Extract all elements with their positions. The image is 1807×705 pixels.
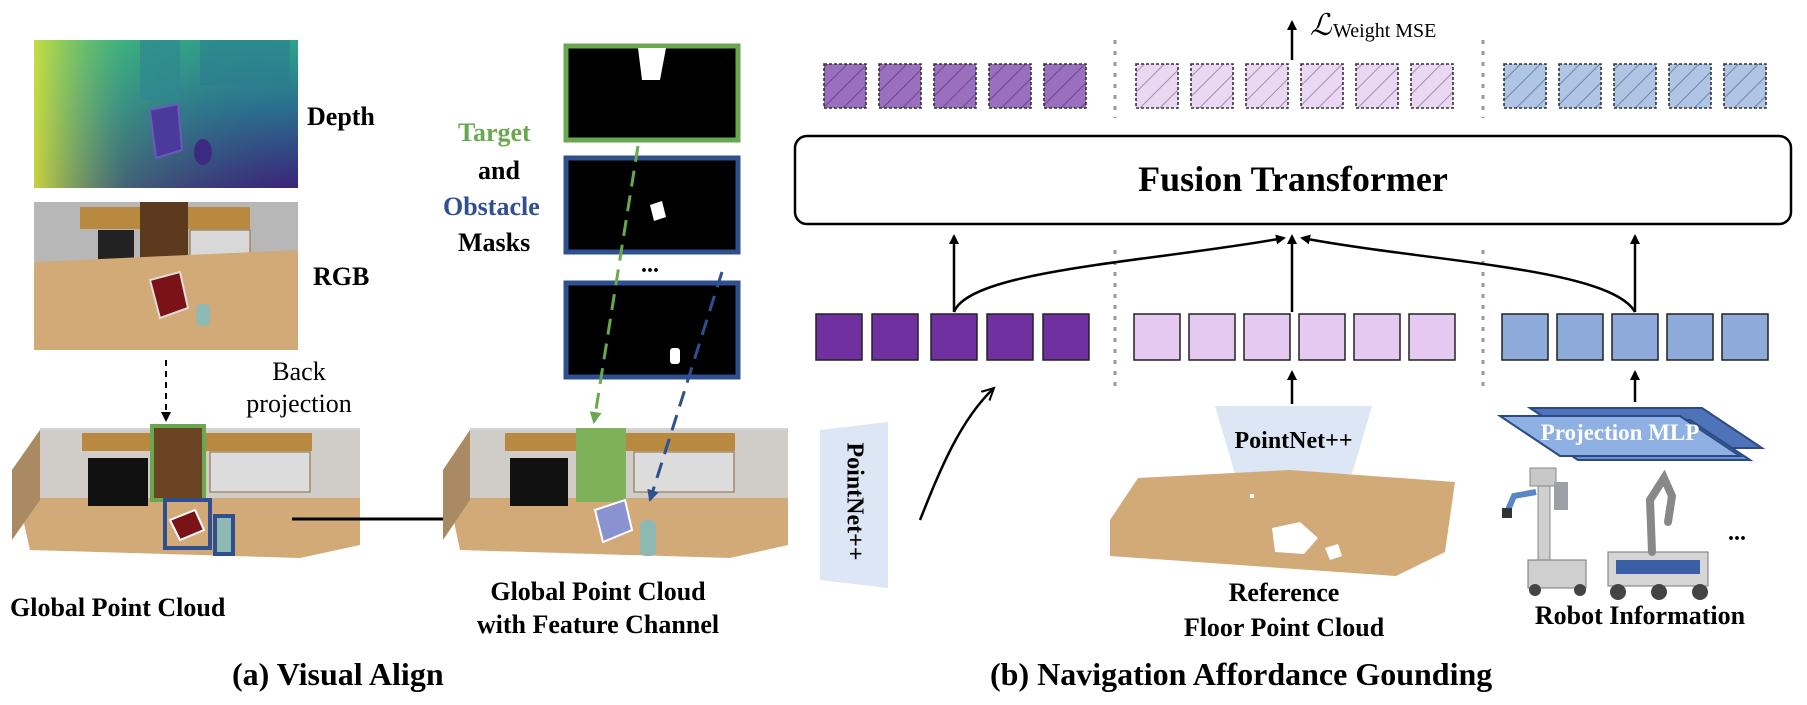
curve-purple-to-center (952, 234, 1286, 313)
feature-point-cloud-label-line1: Global Point Cloud (490, 577, 706, 606)
loss-symbol: ℒ (1310, 9, 1332, 42)
output-tokens-lavender (1135, 63, 1454, 109)
depth-image (34, 40, 298, 188)
depth-label: Depth (307, 102, 375, 131)
reference-label-line1: Reference (1228, 578, 1340, 607)
obstacle-mask-2 (563, 280, 741, 380)
back-projection-label-line2: projection (246, 389, 352, 418)
global-point-cloud-image (12, 424, 360, 558)
loss-subscript: Weight MSE (1333, 20, 1437, 42)
obstacle-mask (563, 155, 741, 255)
projection-mlp-block (1496, 407, 1766, 461)
pointnet-mid-label: PointNet++ (1234, 428, 1353, 454)
robot-ellipsis: ... (1728, 520, 1746, 546)
pointnet-left-encoder (820, 422, 888, 588)
fusion-transformer-label: Fusion Transformer (1138, 159, 1448, 199)
fusion-transformer-box (793, 134, 1793, 226)
masks-word: Masks (458, 228, 531, 257)
output-tokens-blue (1503, 63, 1767, 109)
pointnet-left-label: PointNet++ (841, 442, 868, 561)
obstacle-word: Obstacle (443, 192, 540, 221)
global-point-cloud-label: Global Point Cloud (10, 593, 226, 622)
rgb-label: RGB (313, 262, 370, 291)
reference-label-line2: Floor Point Cloud (1183, 613, 1385, 642)
input-tokens-lavender (1133, 313, 1456, 361)
curve-blue-to-center (1300, 234, 1637, 313)
robot-1-image (1502, 467, 1587, 596)
reference-floor-image (1110, 470, 1455, 576)
robot-2-image (1607, 469, 1709, 600)
target-mask (563, 43, 741, 143)
feature-point-cloud-image (443, 428, 788, 558)
rgb-image (34, 202, 298, 350)
back-projection-label-line1: Back (272, 357, 326, 386)
robot-information-label: Robot Information (1534, 601, 1746, 630)
target-projection-arrow (589, 145, 640, 424)
pointnet-left-arrow (918, 388, 994, 521)
projection-mlp-label: Projection MLP (1540, 420, 1700, 445)
input-tokens-purple (815, 313, 1090, 361)
obstacle-projection-arrow (647, 271, 724, 502)
masks-ellipsis: ... (641, 252, 659, 278)
input-tokens-blue (1501, 313, 1769, 361)
pointnet-mid-encoder (1215, 406, 1372, 474)
output-tokens-purple (823, 63, 1087, 109)
caption-a: (a) Visual Align (232, 656, 444, 692)
and-word: and (478, 156, 520, 185)
caption-b: (b) Navigation Affordance Gounding (990, 656, 1493, 692)
feature-point-cloud-label-line2: with Feature Channel (476, 610, 720, 639)
target-word: Target (458, 118, 531, 147)
